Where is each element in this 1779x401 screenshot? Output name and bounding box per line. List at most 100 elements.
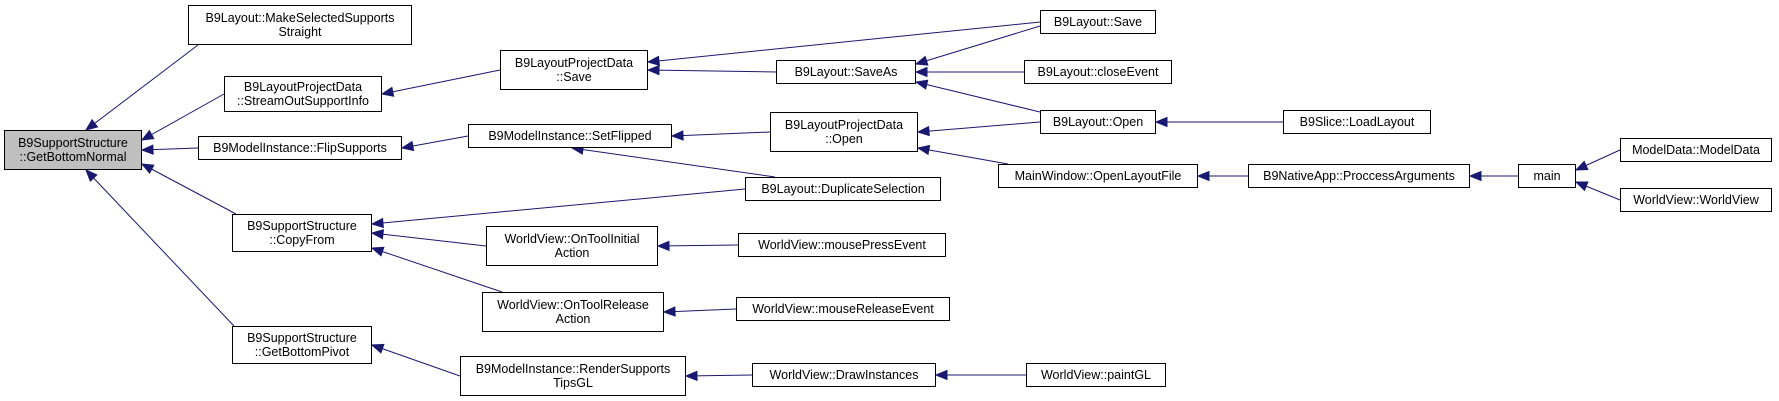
edge-copy-from-to-root	[141, 163, 237, 215]
node-label-line: WorldView::mousePressEvent	[758, 238, 926, 252]
node-close-evt[interactable]: B9Layout::closeEvent	[1024, 60, 1172, 84]
node-paint-gl[interactable]: WorldView::paintGL	[1026, 363, 1166, 387]
node-label-line: Action	[555, 312, 591, 326]
node-label-line: B9ModelInstance::RenderSupports	[475, 362, 671, 376]
node-label-line: Straight	[278, 25, 322, 39]
node-label-line: B9Layout::SaveAs	[794, 65, 898, 79]
edge-dup-sel-to-copy-from	[371, 188, 746, 225]
node-get-pivot[interactable]: B9SupportStructure::GetBottomPivot	[232, 326, 372, 364]
node-label-line: Action	[554, 246, 590, 260]
arrowhead-root	[140, 144, 154, 155]
edge-make-straight-to-root	[85, 44, 199, 131]
node-label-line: WorldView::OnToolInitial	[504, 232, 640, 246]
edge-layout-save-to-pd-save	[647, 21, 1041, 63]
node-main[interactable]: main	[1518, 164, 1576, 188]
arrowhead-save-as	[914, 55, 929, 66]
node-dup-sel[interactable]: B9Layout::DuplicateSelection	[745, 177, 941, 201]
node-stream-out[interactable]: B9LayoutProjectData::StreamOutSupportInf…	[224, 76, 382, 112]
edge-save-as-to-pd-save	[647, 69, 777, 73]
edge-get-pivot-to-root	[85, 169, 235, 327]
arrowhead-get-pivot	[370, 343, 385, 354]
node-mouse-release[interactable]: WorldView::mouseReleaseEvent	[736, 297, 950, 321]
node-label-line: B9Slice::LoadLayout	[1299, 115, 1415, 129]
edge-mouse-press-to-tool-initial	[657, 244, 739, 247]
edge-tool-initial-to-copy-from	[371, 232, 487, 247]
node-label-line: ::CopyFrom	[269, 233, 335, 247]
node-root[interactable]: B9SupportStructure::GetBottomNormal	[4, 130, 142, 170]
node-pd-save[interactable]: B9LayoutProjectData::Save	[500, 50, 648, 90]
arrowhead-root	[85, 169, 98, 182]
edge-stream-out-to-root	[141, 93, 225, 141]
node-label-line: WorldView::WorldView	[1633, 193, 1759, 207]
arrowhead-copy-from	[370, 229, 385, 240]
node-label-line: main	[1533, 169, 1561, 183]
node-load-layout[interactable]: B9Slice::LoadLayout	[1283, 110, 1431, 134]
edge-layout-save-to-save-as	[915, 25, 1041, 65]
arrowhead-layout-open	[1154, 116, 1168, 128]
arrowhead-draw-inst	[934, 369, 948, 381]
node-layout-open[interactable]: B9Layout::Open	[1040, 110, 1156, 134]
node-label-line: WorldView::OnToolRelease	[497, 298, 649, 312]
arrowhead-flip-supports	[400, 140, 415, 152]
node-label-line: B9SupportStructure	[18, 136, 128, 150]
node-model-data[interactable]: ModelData::ModelData	[1620, 138, 1772, 162]
arrowhead-tool-initial	[656, 240, 670, 252]
node-label-line: ::Save	[556, 70, 592, 84]
node-label-line: MainWindow::OpenLayoutFile	[1014, 169, 1182, 183]
node-label-line: B9SupportStructure	[247, 331, 357, 345]
arrowhead-pd-save	[646, 64, 660, 76]
arrowhead-stream-out	[380, 86, 395, 97]
node-label-line: B9ModelInstance::SetFlipped	[488, 129, 652, 143]
node-world-view[interactable]: WorldView::WorldView	[1620, 188, 1772, 212]
edge-layout-open-to-pd-open	[917, 121, 1041, 133]
node-label-line: B9LayoutProjectData	[243, 80, 363, 94]
arrowhead-tool-release	[662, 306, 676, 317]
node-label-line: WorldView::DrawInstances	[769, 368, 919, 382]
node-pd-open[interactable]: B9LayoutProjectData::Open	[770, 112, 918, 152]
node-label-line: B9NativeApp::ProccessArguments	[1263, 169, 1455, 183]
arrowhead-pd-save	[646, 55, 660, 67]
arrowhead-pd-open	[916, 144, 931, 156]
node-label-line: WorldView::paintGL	[1040, 368, 1151, 382]
node-copy-from[interactable]: B9SupportStructure::CopyFrom	[232, 214, 372, 252]
node-proc-args[interactable]: B9NativeApp::ProccessArguments	[1248, 164, 1470, 188]
arrowhead-save-as	[914, 79, 929, 90]
node-label-line: WorldView::mouseReleaseEvent	[752, 302, 934, 316]
node-label-line: ::GetBottomNormal	[19, 150, 127, 164]
arrowhead-copy-from	[370, 217, 384, 229]
edge-pd-save-to-stream-out	[381, 69, 501, 95]
arrowhead-copy-from	[370, 246, 385, 257]
node-set-flipped[interactable]: B9ModelInstance::SetFlipped	[468, 124, 672, 148]
node-label-line: B9ModelInstance::FlipSupports	[213, 141, 387, 155]
arrowhead-pd-open	[916, 125, 930, 137]
node-label-line: B9SupportStructure	[247, 219, 357, 233]
node-layout-save[interactable]: B9Layout::Save	[1040, 10, 1156, 34]
node-label-line: B9LayoutProjectData	[784, 118, 904, 132]
node-label-line: B9Layout::DuplicateSelection	[761, 182, 925, 196]
arrowhead-save-as	[914, 66, 928, 78]
node-label-line: B9Layout::Save	[1053, 15, 1143, 29]
node-save-as[interactable]: B9Layout::SaveAs	[776, 60, 916, 84]
edge-layout-open-to-save-as	[915, 81, 1041, 113]
node-draw-inst[interactable]: WorldView::DrawInstances	[752, 363, 936, 387]
arrowhead-main	[1574, 181, 1589, 192]
node-mouse-press[interactable]: WorldView::mousePressEvent	[738, 233, 946, 257]
node-flip-supports[interactable]: B9ModelInstance::FlipSupports	[198, 136, 402, 160]
edge-render-tips-to-get-pivot	[371, 344, 461, 377]
node-label-line: TipsGL	[553, 376, 593, 390]
node-label-line: B9Layout::closeEvent	[1037, 65, 1159, 79]
node-label-line: B9LayoutProjectData	[514, 56, 634, 70]
edge-dup-sel-to-set-flipped	[571, 147, 776, 178]
arrowhead-main	[1574, 160, 1589, 171]
arrowhead-open-layout-file	[1196, 170, 1210, 182]
edge-open-layout-file-to-pd-open	[917, 147, 1009, 165]
edge-mouse-release-to-tool-release	[663, 308, 737, 313]
arrowhead-root	[140, 129, 155, 141]
node-open-layout-file[interactable]: MainWindow::OpenLayoutFile	[998, 164, 1198, 188]
node-label-line: B9Layout::Open	[1052, 115, 1144, 129]
